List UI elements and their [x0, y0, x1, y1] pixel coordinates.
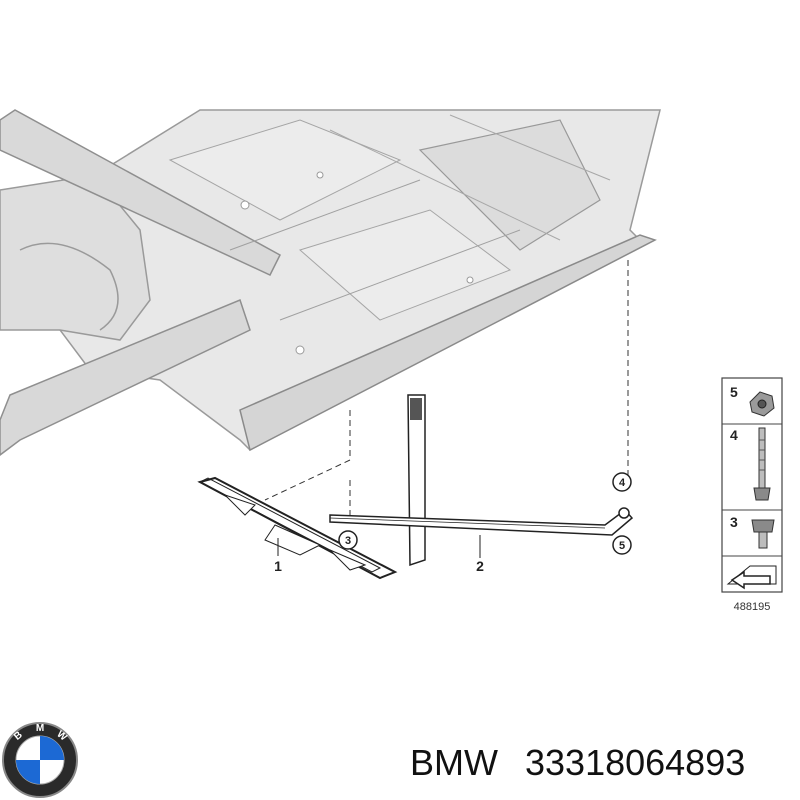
crossmember-beam	[0, 109, 281, 276]
mounting-hole	[240, 200, 250, 210]
floor-panel-front	[168, 119, 402, 221]
legend-number-4: 4	[730, 427, 738, 443]
logo-letter-m: M	[36, 723, 44, 734]
brand-name: BMW	[410, 742, 498, 783]
callout-3: 3	[345, 535, 351, 547]
mounting-hole	[295, 345, 305, 355]
part-1-brace-plate	[197, 476, 398, 580]
floor-rib	[279, 229, 521, 321]
vehicle-underbody-illustration	[0, 109, 661, 456]
wheel-arch	[19, 242, 119, 331]
callout-5: 5	[619, 540, 625, 552]
diagram-id: 488195	[734, 601, 771, 613]
leader-line	[264, 410, 351, 501]
floor-rib	[229, 179, 421, 251]
direction-arrow-icon	[726, 565, 777, 590]
callout-2: 2	[476, 558, 484, 574]
floor-rib	[329, 129, 561, 241]
hex-bolt-icon	[751, 519, 775, 549]
callout-labels: 1 2 3 4 5	[274, 472, 632, 574]
callout-5-marker: 5	[612, 535, 632, 555]
part-number: 33318064893	[525, 742, 745, 783]
legend-number-3: 3	[730, 514, 738, 530]
callout-4: 4	[619, 477, 626, 489]
bmw-logo: B M W	[2, 722, 78, 798]
mounting-hole	[316, 171, 324, 179]
callout-1: 1	[274, 558, 282, 574]
floor-rib	[449, 114, 611, 181]
assembly-leader-lines	[264, 260, 629, 520]
side-sill	[239, 234, 657, 452]
part-2-strut-bar	[329, 394, 634, 567]
lower-frame-rail	[0, 298, 251, 456]
mounting-hole	[466, 276, 474, 284]
flange-nut-icon	[749, 391, 775, 417]
legend-number-5: 5	[730, 384, 738, 400]
callout-3-marker: 3	[338, 530, 358, 550]
stud-bolt-icon	[753, 427, 771, 501]
fastener-legend: 5 4 3 488195	[721, 377, 783, 613]
callout-4-marker: 4	[612, 472, 632, 492]
transmission-tunnel	[418, 119, 601, 251]
